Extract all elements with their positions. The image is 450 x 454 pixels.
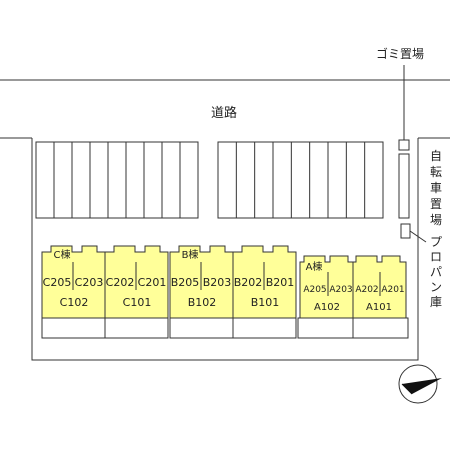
unit-label: B101	[251, 296, 280, 309]
unit-label: B202	[234, 276, 263, 289]
unit-label: C101	[123, 296, 152, 309]
propane-label-char: ロ	[430, 250, 442, 264]
north-arrow-pointer	[402, 378, 442, 394]
propane-storage	[400, 223, 411, 239]
north-arrow-tail	[401, 383, 413, 395]
bicycle-label-char: 車	[430, 181, 442, 195]
building-c: C棟 C205 C203 C202 C201 C102 C101	[41, 245, 169, 319]
parking-row-outline	[217, 141, 384, 219]
trash-area-label: ゴミ置場	[376, 46, 424, 61]
unit-label: B201	[266, 276, 295, 289]
bicycle-parking-label: 自 転 車 置 場	[430, 149, 442, 227]
balcony-strips	[41, 317, 409, 339]
propane-label-char: ン	[430, 280, 442, 294]
propane-label-char: プ	[430, 235, 442, 249]
parking-row-outline	[35, 141, 199, 219]
propane-label-char: パ	[430, 265, 442, 279]
propane-leader-line	[409, 230, 427, 243]
unit-label: C205	[43, 276, 72, 289]
unit-label: A203	[329, 285, 352, 295]
parking-lot-right	[217, 141, 384, 219]
unit-label: C202	[106, 276, 135, 289]
bicycle-label-char: 自	[430, 149, 442, 163]
building-name: C棟	[54, 248, 71, 261]
north-arrow-icon	[398, 364, 442, 404]
unit-label: B203	[203, 276, 232, 289]
bicycle-label-char: 置	[430, 197, 442, 211]
building-name: A棟	[306, 260, 323, 273]
building-name: B棟	[182, 248, 199, 261]
propane-storage-label: プ ロ パ ン 庫	[430, 235, 442, 309]
building-a: A棟 A205 A203 A202 A201 A102 A101	[299, 255, 407, 319]
unit-label: C201	[138, 276, 167, 289]
trash-area	[398, 139, 410, 151]
unit-label: B205	[171, 276, 200, 289]
site-boundary	[31, 138, 419, 361]
unit-label: A202	[355, 285, 378, 295]
bicycle-label-char: 場	[430, 213, 442, 227]
unit-label: B102	[188, 296, 217, 309]
unit-label: C102	[60, 296, 89, 309]
bicycle-label-char: 転	[430, 165, 442, 179]
unit-label: C203	[75, 276, 104, 289]
unit-label: A101	[366, 302, 392, 313]
unit-label: A205	[303, 285, 326, 295]
propane-label-char: 庫	[430, 295, 442, 309]
building-b: B棟 B205 B203 B202 B201 B102 B101	[169, 245, 297, 319]
road-label: 道路	[211, 105, 237, 121]
bicycle-parking	[398, 153, 410, 219]
parking-lot-left	[35, 141, 199, 219]
unit-label: A102	[314, 302, 340, 313]
unit-label: A201	[381, 285, 404, 295]
